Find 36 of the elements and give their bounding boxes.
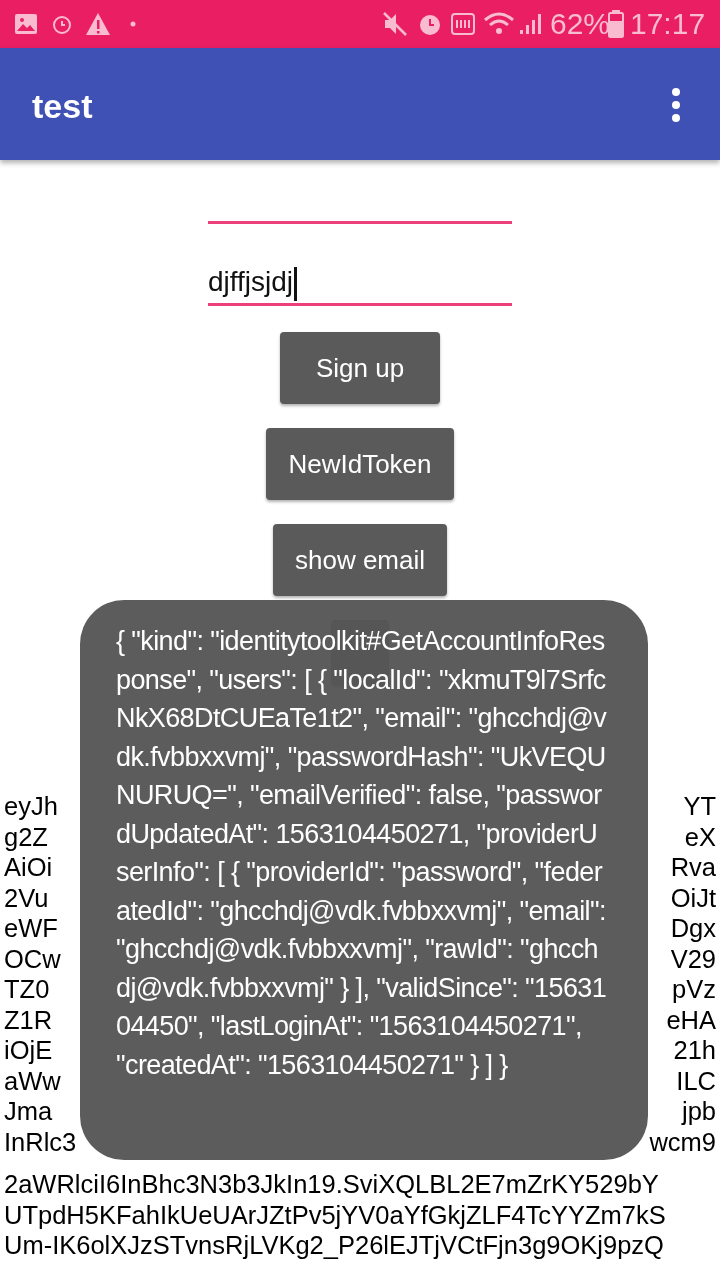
input-field: djffjsjdj (208, 262, 512, 306)
token-text: eyJh (4, 791, 58, 822)
token-text: eX (684, 821, 716, 853)
token-text: Dgx (670, 913, 716, 944)
token-text: InRlc3 (4, 1126, 77, 1158)
button: show email (273, 524, 447, 596)
token-text: eHA (666, 1004, 716, 1036)
token-text: 21h (673, 1035, 716, 1066)
token-text: V29 (670, 943, 716, 975)
button: Sign up (280, 332, 440, 404)
token-text: YT (683, 791, 716, 822)
toast-text: { "kind": "identitytoolkit#GetAccountInfoResponse", "users": [ { "localId": "xkmuT9l7SrfcNkX68DtCUEaTe1t2", "email": "ghcchdj@vdk.fvbbxxvmj", "passwordHash": "UkVEQUNURUQ=", "emailVerified": false, "passwordUpdatedAt": 1563104450271, "providerUserInfo": [ { "providerId": "password", "federatedId": "ghcchdj@vdk.fvbbxxvmj", "email": "ghcchdj@vdk.fvbbxxvmj", "rawId": "ghcchdj@vdk.fvbbxxvmj" } ], "validSince": "1563104450", "lastLoginAt": "1563104450271", "createdAt": "1563104450271" } ] } (116, 625, 608, 1082)
token-text: ILC (676, 1065, 716, 1097)
token-text: Rva (670, 852, 716, 883)
token-text: OCw (4, 943, 61, 975)
token-text: eWF (4, 913, 58, 944)
token-text: Um-IK6olXJzSTvnsRjLVKg2_P26lEJTjVCtFjn3g9OKj9pzQ (4, 1230, 664, 1261)
clock-time: 17:17 (630, 7, 706, 41)
token-text: Z1R (4, 1004, 53, 1036)
button: NewIdToken (266, 428, 454, 500)
battery-level: 62% (550, 7, 611, 41)
token-text: TZ0 (4, 974, 50, 1005)
token-text: iOjE (4, 1035, 53, 1066)
token-text: aWw (4, 1065, 61, 1097)
token-text: AiOi (4, 852, 53, 883)
token-text: g2Z (4, 821, 48, 853)
token-text: pVz (672, 974, 716, 1005)
token-text: 2aWRlciI6InBhc3N3b3JkIn19.SviXQLBL2E7mZrKY529bY (4, 1169, 659, 1200)
token-text: jpb (681, 1096, 716, 1127)
token-text: OiJt (670, 882, 716, 914)
token-text: UTpdH5KFahIkUeUArJZtPv5jYV0aYfGkjZLF4TcYYZm7kS (4, 1199, 666, 1231)
app-title: test (32, 86, 93, 127)
token-text: wcm9 (649, 1126, 716, 1158)
token-text: 2Vu (4, 882, 49, 914)
token-text: Jma (4, 1096, 53, 1127)
toast-background (80, 600, 648, 1160)
